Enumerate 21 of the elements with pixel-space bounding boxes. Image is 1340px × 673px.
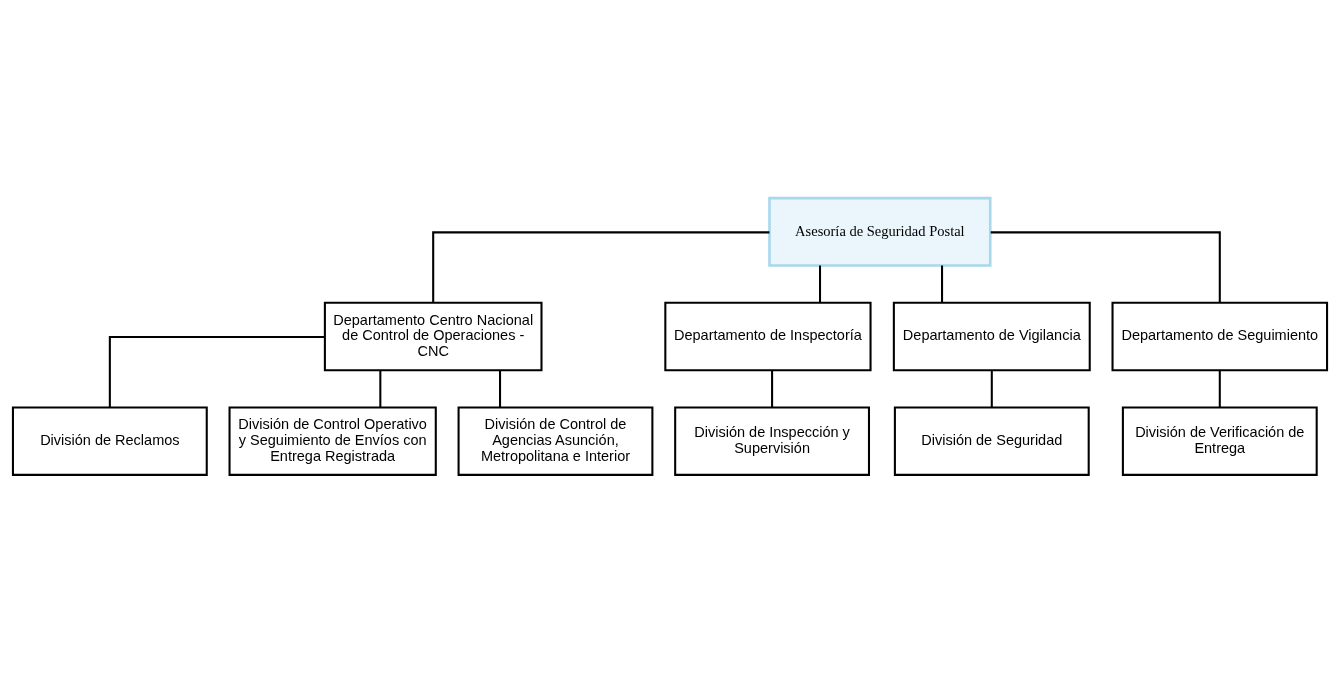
node-box: División de Control Operativo y Seguimiento de Envíos con Entrega Registrada xyxy=(228,406,437,476)
node-box: Departamento de Vigilancia xyxy=(892,301,1091,372)
connector xyxy=(818,265,822,303)
connector xyxy=(432,231,770,303)
connector xyxy=(771,370,774,408)
node-box: Departamento de Inspectoría xyxy=(664,301,872,372)
connector xyxy=(379,370,382,408)
node-box: División de Reclamos xyxy=(11,406,208,476)
connector xyxy=(108,336,325,408)
node-box: Asesoría de Seguridad Postal xyxy=(768,196,992,267)
node-box: Departamento Centro Nacional de Control de Operaciones - CNC xyxy=(323,301,543,372)
connector xyxy=(990,370,993,408)
connector xyxy=(499,370,502,408)
connector xyxy=(1218,370,1221,408)
node-box: División de Verificación de Entrega xyxy=(1121,406,1318,476)
node-box: División de Inspección y Supervisión xyxy=(674,406,870,476)
connector xyxy=(941,265,944,303)
node-box: División de Seguridad xyxy=(893,406,1090,476)
node-box: División de Control de Agencias Asunción, Metropolitana e Interior xyxy=(457,406,654,476)
connector xyxy=(990,231,1221,303)
node-box: Departamento de Seguimiento xyxy=(1111,301,1329,372)
